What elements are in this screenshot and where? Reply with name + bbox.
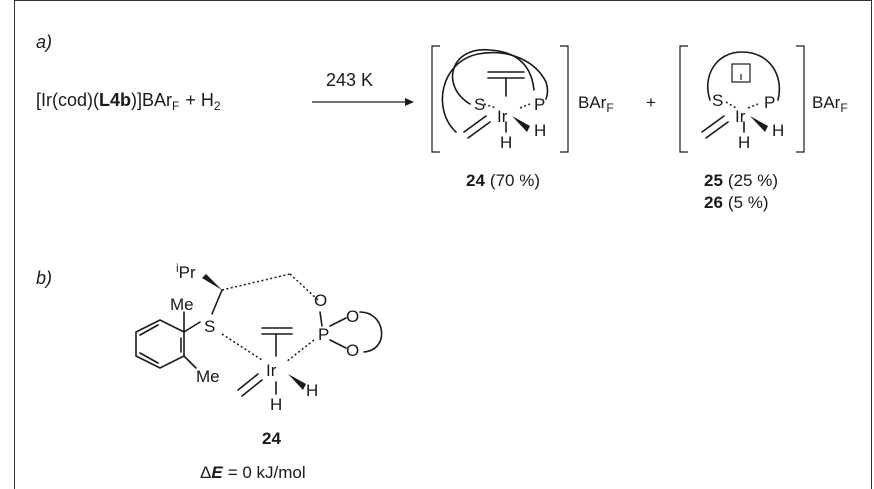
b-atom-o2: O <box>346 307 359 326</box>
products-plus: + <box>646 93 656 112</box>
panel-a-label: a) <box>36 32 52 52</box>
p1-counterion: BArF <box>578 93 614 115</box>
complex-24-structure <box>135 273 383 397</box>
p2-label-25: 25(25 %) <box>704 171 778 190</box>
p2-atom-ir: Ir <box>735 107 746 126</box>
p1-atom-s: S <box>474 95 485 114</box>
p1-atom-p: P <box>534 95 545 114</box>
p1-atom-h1: H <box>500 133 512 152</box>
b-compound-label: 24 <box>262 429 281 448</box>
b-energy: ΔE= 0 kJ/mol <box>200 463 306 482</box>
p2-counterion: BArF <box>812 93 848 115</box>
p2-atom-s: S <box>712 91 723 110</box>
p2-label-26: 26(5 %) <box>704 193 769 212</box>
b-atom-o3: O <box>346 341 359 360</box>
b-atom-h-right: H <box>306 381 318 400</box>
p1-atom-h2: H <box>534 121 546 140</box>
product-24-structure <box>431 45 569 153</box>
b-atom-ir: Ir <box>266 361 277 380</box>
b-atom-me-bottom: Me <box>196 367 220 386</box>
b-atom-ipr: iPr <box>176 261 196 282</box>
product-25-26-structure <box>679 45 805 153</box>
p2-atom-h1: H <box>738 133 750 152</box>
reaction-condition: 243 K <box>326 70 373 90</box>
p1-label: 24(70 %) <box>466 171 540 190</box>
reactant-formula: [Ir(cod)(L4b)]BArF+ H2 <box>36 90 221 113</box>
b-atom-p: P <box>318 325 329 344</box>
p2-atom-h2: H <box>772 121 784 140</box>
p1-atom-ir: Ir <box>497 107 508 126</box>
reaction-arrow <box>312 98 414 106</box>
b-atom-o1: O <box>314 291 327 310</box>
p2-atom-p: P <box>764 93 775 112</box>
figure-frame <box>14 0 872 489</box>
b-atom-me-top: Me <box>170 295 194 314</box>
b-atom-h-bottom: H <box>270 395 282 414</box>
b-atom-s: S <box>204 317 215 336</box>
panel-b-label: b) <box>36 268 52 288</box>
